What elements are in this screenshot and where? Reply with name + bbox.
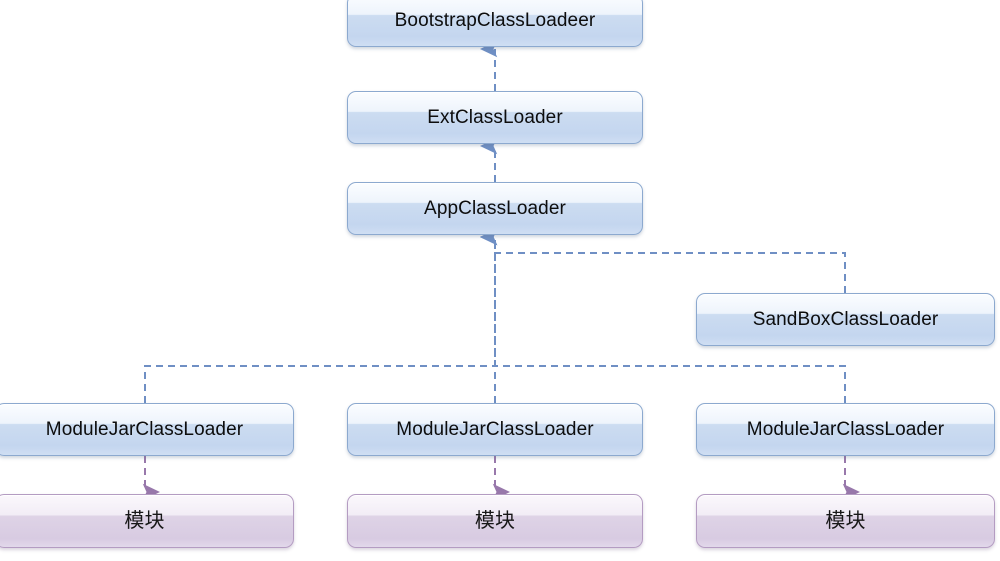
edge-mjcl-left-to-app	[144, 228, 498, 403]
node-module-left[interactable]: 模块	[0, 494, 294, 548]
edge-sandbox-to-app	[480, 228, 846, 293]
node-app[interactable]: AppClassLoader	[347, 182, 643, 235]
node-label: ModuleJarClassLoader	[45, 419, 244, 440]
node-sandbox[interactable]: SandBoxClassLoader	[696, 293, 995, 346]
node-label: ExtClassLoader	[427, 107, 563, 128]
node-mjcl-left[interactable]: ModuleJarClassLoader	[0, 403, 294, 456]
node-module-right[interactable]: 模块	[696, 494, 995, 548]
node-label: 模块	[124, 510, 165, 532]
node-mjcl-mid[interactable]: ModuleJarClassLoader	[347, 403, 643, 456]
node-label: 模块	[474, 510, 516, 532]
node-ext[interactable]: ExtClassLoader	[347, 91, 643, 144]
node-label: AppClassLoader	[424, 198, 566, 219]
node-label: 模块	[825, 510, 866, 532]
node-label: BootstrapClassLoadeer	[394, 10, 596, 31]
node-bootstrap[interactable]: BootstrapClassLoadeer	[347, 0, 643, 47]
node-label: SandBoxClassLoader	[752, 309, 939, 330]
node-label: ModuleJarClassLoader	[746, 419, 945, 440]
node-mjcl-right[interactable]: ModuleJarClassLoader	[696, 403, 995, 456]
node-module-mid[interactable]: 模块	[347, 494, 643, 548]
node-label: ModuleJarClassLoader	[396, 419, 594, 440]
